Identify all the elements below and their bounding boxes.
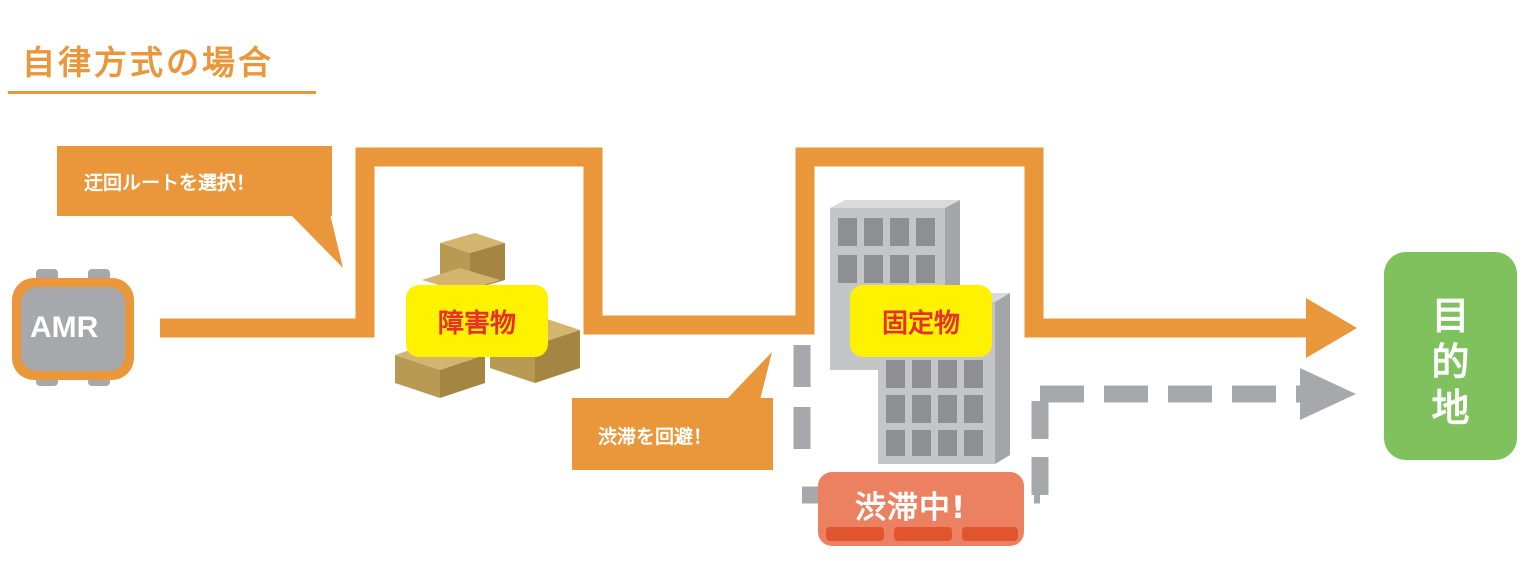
callout-detour-text: 迂回ルートを選択！ — [84, 172, 256, 194]
fixed-object-tag: 固定物 — [850, 285, 992, 357]
callout-avoid-bubble — [572, 352, 773, 470]
amr-label: AMR — [30, 311, 99, 344]
destination-char: 的 — [1431, 340, 1470, 384]
callout-avoid-text: 渋滞を回避！ — [598, 426, 713, 448]
jam-label: 渋滞中! — [855, 490, 967, 526]
page-title: 自律方式の場合 — [22, 43, 274, 82]
blocked-route-arrowhead — [1300, 368, 1356, 420]
title-underline — [8, 91, 316, 94]
destination-box — [1384, 252, 1517, 460]
traffic-jam-badge — [818, 472, 1024, 546]
destination-char: 目 — [1431, 294, 1470, 338]
amr-robot-icon — [12, 269, 134, 386]
detour-route — [160, 147, 1357, 358]
destination-char: 地 — [1431, 386, 1470, 430]
obstacle-tag: 障害物 — [406, 285, 548, 357]
callout-detour-bubble — [57, 146, 343, 268]
